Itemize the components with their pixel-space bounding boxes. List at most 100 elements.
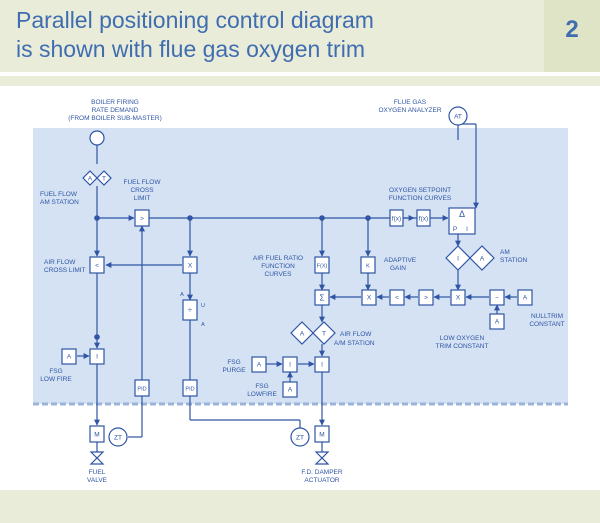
sym-hi2: >	[424, 295, 428, 302]
sym-div: ÷	[188, 306, 193, 315]
label-fsg-low-fire: FSG LOW FIRE	[40, 368, 72, 383]
svg-text:LOWFIRE: LOWFIRE	[247, 391, 277, 398]
svg-text:BOILER FIRING: BOILER FIRING	[91, 99, 139, 106]
fuel-i-box	[89, 348, 105, 365]
sym-sum: Σ	[320, 294, 325, 303]
svg-text:TRIM CONSTANT: TRIM CONSTANT	[436, 343, 489, 350]
label-fuel-flow-am: FUEL FLOW AM STATION	[40, 191, 79, 206]
svg-text:FSG: FSG	[227, 359, 240, 366]
fsg-low-fire-box	[61, 348, 77, 365]
svg-text:VALVE: VALVE	[87, 477, 108, 484]
sym-l: A	[201, 322, 205, 328]
svg-text:FUEL: FUEL	[89, 469, 106, 476]
svg-text:PURGE: PURGE	[222, 367, 246, 374]
svg-text:AIR FLOW: AIR FLOW	[340, 331, 372, 338]
sym-x3: X	[456, 295, 461, 302]
sym-k: K	[366, 264, 370, 270]
boiler-demand-input	[89, 130, 105, 146]
fuel-valve-icon	[89, 451, 105, 465]
svg-text:FLUE GAS: FLUE GAS	[394, 99, 427, 106]
svg-text:FUEL FLOW: FUEL FLOW	[40, 191, 78, 198]
sym-purge-i: I	[289, 362, 291, 369]
sym-lo: <	[95, 263, 99, 270]
multiply-box-1	[182, 256, 198, 274]
sym-air-i: I	[321, 362, 323, 369]
sym-lo2: <	[395, 295, 399, 302]
label-air-flow-am: AIR FLOW A/M STATION	[334, 331, 375, 347]
divider-strip-top	[0, 76, 600, 86]
svg-text:CONSTANT: CONSTANT	[529, 321, 564, 328]
sym-air-t: T	[322, 331, 326, 338]
svg-text:LOW FIRE: LOW FIRE	[40, 376, 72, 383]
air-am-t-diamond	[312, 321, 336, 345]
fuel-am-t-diamond	[96, 170, 112, 186]
svg-text:A/M STATION: A/M STATION	[334, 340, 375, 347]
trim-am-a-diamond	[469, 245, 495, 271]
air-flow-transmitter	[290, 427, 310, 447]
sym-fuel-m: M	[94, 432, 99, 439]
diagram-panel-upper	[33, 128, 568, 404]
sym-fuel-t: T	[102, 176, 106, 183]
adaptive-gain-box	[360, 256, 376, 274]
sym-p: P	[453, 226, 457, 233]
label-adaptive-gain: ADAPTIVE GAIN	[384, 257, 417, 272]
low-oxygen-box	[489, 313, 505, 330]
air-fuel-fx-box	[314, 256, 330, 274]
svg-text:CROSS: CROSS	[130, 187, 154, 194]
fuel-pid-box	[134, 379, 150, 397]
svg-text:LIMIT: LIMIT	[134, 195, 151, 202]
sym-fsg-a: A	[67, 354, 72, 361]
damper-valve-icon	[314, 451, 330, 465]
sym-hi: >	[140, 216, 144, 223]
label-fsg-lowfire: FSG LOWFIRE	[247, 383, 277, 398]
title-line-2: is shown with flue gas oxygen trim	[16, 36, 365, 62]
sym-air-a: A	[300, 331, 305, 338]
damper-actuator-box	[314, 425, 330, 443]
label-fuel-flow-cross: FUEL FLOW CROSS LIMIT	[124, 179, 162, 202]
svg-text:CROSS LIMIT: CROSS LIMIT	[44, 267, 86, 274]
svg-text:GAIN: GAIN	[390, 265, 406, 272]
label-air-fuel-ratio: AIR FUEL RATIO FUNCTION CURVES	[253, 255, 303, 278]
svg-text:CURVES: CURVES	[265, 271, 293, 278]
sum-box	[314, 289, 330, 306]
svg-text:OXYGEN ANALYZER: OXYGEN ANALYZER	[378, 107, 441, 114]
fuel-hi-select-box	[134, 209, 150, 227]
svg-text:F.D. DAMPER: F.D. DAMPER	[301, 469, 342, 476]
purge-i-box	[282, 356, 298, 373]
trim-lo-limit-box	[389, 289, 405, 306]
sym-div-a: A	[180, 292, 184, 298]
sym-air-zt: ZT	[296, 435, 304, 442]
svg-text:(FROM BOILER SUB-MASTER): (FROM BOILER SUB-MASTER)	[68, 115, 162, 122]
fuel-flow-transmitter	[108, 427, 128, 447]
fx-box-1	[389, 209, 404, 227]
air-i-box	[314, 356, 330, 373]
svg-text:AIR FUEL RATIO: AIR FUEL RATIO	[253, 255, 303, 262]
label-boiler-demand: BOILER FIRING RATE DEMAND (FROM BOILER S…	[68, 99, 162, 122]
divider-box	[182, 299, 198, 321]
page-header: Parallel positioning control diagram is …	[0, 0, 600, 72]
svg-text:ACTUATOR: ACTUATOR	[304, 477, 339, 484]
svg-text:FSG: FSG	[49, 368, 62, 375]
label-am-station: AM STATION	[500, 249, 528, 264]
svg-text:LOW OXYGEN: LOW OXYGEN	[440, 335, 485, 342]
air-cross-limit-box	[89, 256, 105, 274]
svg-text:AM STATION: AM STATION	[40, 199, 79, 206]
sym-lowfire-a: A	[288, 387, 293, 394]
sym-i-pi: I	[466, 226, 468, 233]
sym-fuel-a: A	[88, 176, 93, 183]
label-flue-gas: FLUE GAS OXYGEN ANALYZER	[378, 99, 441, 114]
svg-text:OXYGEN SETPOINT: OXYGEN SETPOINT	[389, 187, 451, 194]
trim-multiply-box-2	[450, 289, 466, 306]
sym-purge-a: A	[257, 362, 262, 369]
sym-x2: X	[367, 295, 372, 302]
svg-text:FUEL FLOW: FUEL FLOW	[124, 179, 162, 186]
sym-u: U	[201, 303, 205, 309]
sym-minus: −	[495, 295, 499, 302]
label-fsg-purge: FSG PURGE	[222, 359, 246, 374]
svg-text:ADAPTIVE: ADAPTIVE	[384, 257, 417, 264]
label-fd-damper: F.D. DAMPER ACTUATOR	[301, 469, 342, 484]
sym-fuel-ft: ZT	[114, 435, 122, 442]
minus-box	[489, 289, 505, 306]
sym-x1: X	[188, 263, 193, 270]
